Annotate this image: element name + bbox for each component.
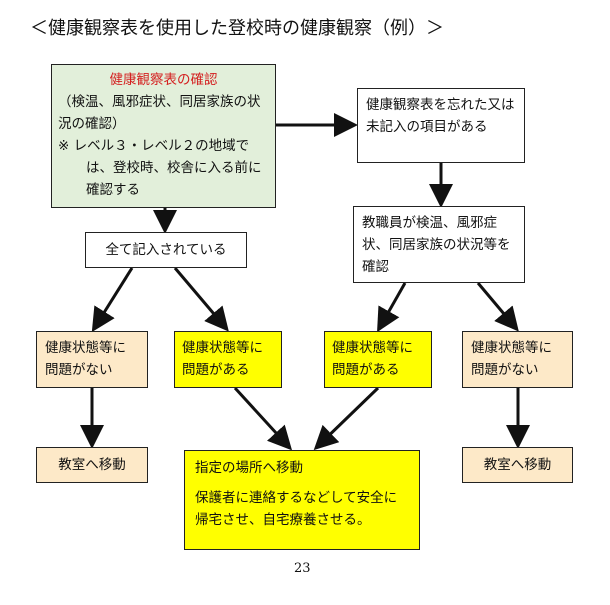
to-classroom-box-left: 教室へ移動 (36, 447, 148, 483)
arrow (476, 282, 519, 332)
check-details: （検温、風邪症状、同居家族の状況の確認） (58, 94, 261, 132)
check-note: ※ レベル３・レベル２の地域では、登校時、校舎に入る前に確認する (58, 138, 262, 198)
page-number: 23 (294, 561, 311, 576)
page-title: ＜健康観察表を使用した登校時の健康観察（例）＞ (30, 18, 444, 39)
forgot-box: 健康観察表を忘れた又は未記入の項目がある (357, 88, 525, 163)
arrow (91, 267, 134, 333)
to-classroom-box-right: 教室へ移動 (462, 447, 573, 483)
staff-check-box: 教職員が検温、風邪症状、同居家族の状況等を確認 (353, 206, 525, 283)
designated-heading: 指定の場所へ移動 (195, 460, 303, 476)
no-problem-box-right: 健康状態等に問題がない (462, 331, 573, 388)
arrow (313, 386, 380, 451)
health-observation-check-box: 健康観察表の確認 （検温、風邪症状、同居家族の状況の確認） ※ レベル３・レベル… (51, 64, 276, 208)
all-filled-box: 全て記入されている (85, 232, 247, 268)
no-problem-box-left: 健康状態等に問題がない (36, 331, 148, 388)
check-heading: 健康観察表の確認 (109, 72, 218, 88)
has-problem-box-right: 健康状態等に問題がある (324, 331, 432, 388)
arrow (377, 282, 407, 333)
arrow (233, 386, 293, 451)
arrow (173, 267, 229, 332)
has-problem-box-left: 健康状態等に問題がある (174, 331, 282, 388)
designated-body: 保護者に連絡するなどして安全に帰宅させ、自宅療養させる。 (195, 490, 398, 528)
designated-place-box: 指定の場所へ移動 保護者に連絡するなどして安全に帰宅させ、自宅療養させる。 (184, 450, 420, 550)
